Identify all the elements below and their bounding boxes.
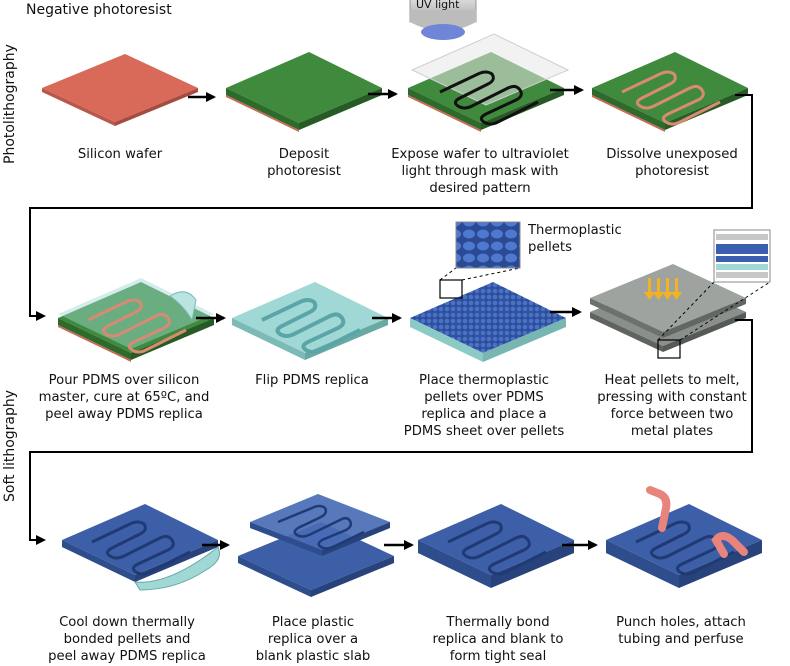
uv-exposure-illustration (408, 0, 570, 132)
step-label-deposit-photoresist: Deposit photoresist (267, 147, 341, 179)
tubing-chip-illustration (606, 486, 762, 588)
pellets-over-pdms-illustration (410, 221, 566, 362)
step-label-place-pellets: Place thermoplastic pellets over PDMS re… (403, 373, 565, 439)
step-label-punch-holes: Punch holes, attach tubing and perfuse (616, 615, 746, 647)
pdms-replica-illustration (232, 282, 388, 360)
step-label-thermal-bond: Thermally bond replica and blank to form… (432, 615, 564, 664)
section-label-soft-lithography: Soft lithography (2, 389, 18, 502)
thermoplastic-pellets-label: Thermoplastic pellets (528, 223, 622, 255)
connector-row1-row2 (29, 94, 753, 321)
step-label-dissolve: Dissolve unexposed photoresist (606, 147, 738, 179)
step-label-pour-pdms: Pour PDMS over silicon master, cure at 6… (38, 373, 210, 422)
connector-row2-row3 (29, 319, 753, 545)
peel-replica-illustration (62, 504, 220, 591)
step-label-silicon-wafer: Silicon wafer (77, 147, 163, 162)
step-label-heat-pellets: Heat pellets to melt, pressing with cons… (597, 373, 747, 439)
developed-photoresist-illustration (592, 52, 748, 132)
pdms-pour-illustration (58, 278, 214, 362)
step-label-expose-uv: Expose wafer to ultraviolet light throug… (391, 147, 569, 196)
step-label-cool-down: Cool down thermally bonded pellets and p… (48, 615, 206, 664)
replica-over-slab-illustration (238, 494, 394, 597)
section-label-photolithography: Photolithography (2, 44, 18, 164)
step-label-flip-pdms: Flip PDMS replica (255, 373, 369, 388)
heat-press-illustration (590, 229, 771, 359)
page-title: Negative photoresist (26, 2, 172, 18)
step-label-place-replica: Place plastic replica over a blank plast… (255, 615, 371, 664)
silicon-wafer-illustration (42, 54, 198, 126)
bonded-chip-illustration (418, 504, 574, 588)
uv-light-label: UV light (416, 0, 460, 11)
photoresist-wafer-illustration (226, 52, 382, 132)
